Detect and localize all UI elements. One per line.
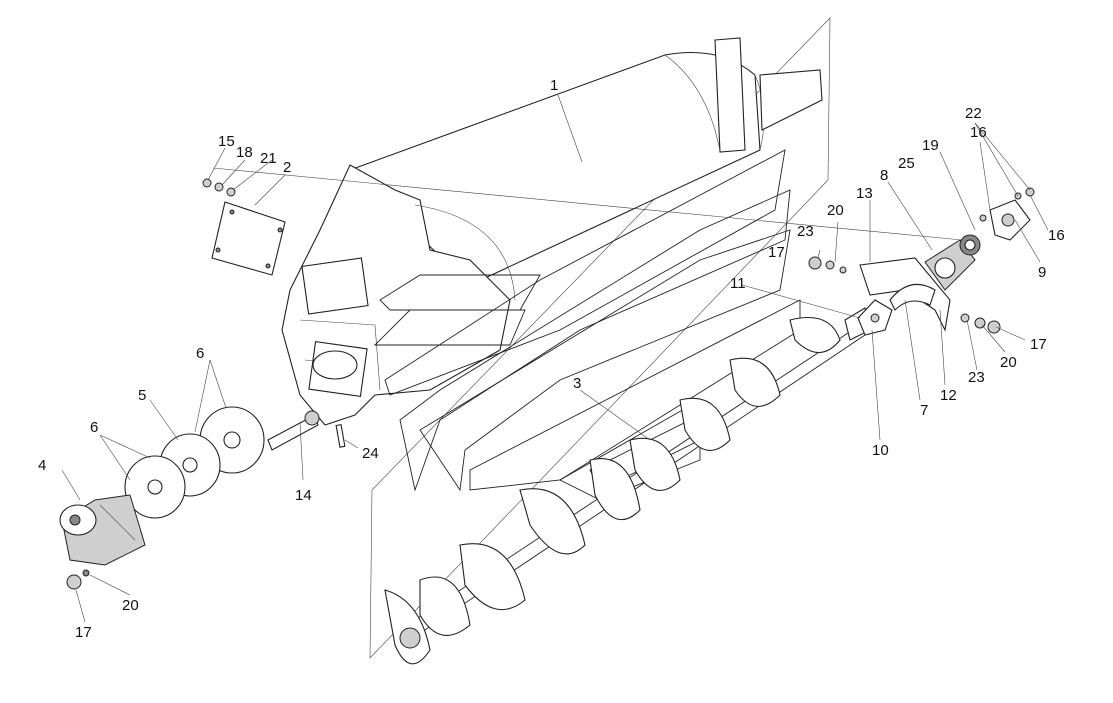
- callout-3: 3: [573, 375, 581, 392]
- callout-23-mid: 23: [797, 223, 814, 240]
- callout-24: 24: [362, 445, 379, 462]
- callout-18: 18: [236, 144, 253, 161]
- part-2-cover-plate: [211, 201, 286, 276]
- callout-15: 15: [218, 133, 235, 150]
- callout-7: 7: [920, 402, 928, 419]
- part-4-gearbox: [59, 494, 146, 566]
- callout-16-right: 16: [1048, 227, 1065, 244]
- callout-16-upper: 16: [970, 124, 987, 141]
- callout-17-mid: 17: [768, 244, 785, 261]
- callout-labels: 1 2 3 4 5 6 6 7 8 9 10 11 12 13 14 15 16…: [38, 77, 1065, 641]
- part-1-tube-housing: [281, 37, 823, 426]
- callout-12: 12: [940, 387, 957, 404]
- callout-5: 5: [138, 387, 146, 404]
- callout-20-right: 20: [1000, 354, 1017, 371]
- part-10-plate: [857, 299, 893, 336]
- part-24-pin: [335, 424, 346, 448]
- leader-lines: [61, 94, 1049, 623]
- callout-14: 14: [295, 487, 312, 504]
- callout-10: 10: [872, 442, 889, 459]
- callout-6-lower: 6: [90, 419, 98, 436]
- hardware-15-18-21: [202, 178, 236, 197]
- callout-6-upper: 6: [196, 345, 204, 362]
- callout-13: 13: [856, 185, 873, 202]
- callout-20-left: 20: [122, 597, 139, 614]
- callout-19: 19: [922, 137, 939, 154]
- deflector-sheets: [373, 149, 801, 501]
- callout-8: 8: [880, 167, 888, 184]
- hardware-17-20-left: [66, 569, 90, 590]
- callout-21: 21: [260, 150, 277, 167]
- callout-23-right: 23: [968, 369, 985, 386]
- callout-17-right: 17: [1030, 336, 1047, 353]
- callout-9: 9: [1038, 264, 1046, 281]
- callout-11: 11: [730, 275, 746, 292]
- callout-2: 2: [283, 159, 291, 176]
- callout-4: 4: [38, 457, 46, 474]
- part-7-arm: [889, 283, 936, 311]
- callout-22: 22: [965, 105, 982, 122]
- callout-25: 25: [898, 155, 915, 172]
- part-25-bearing: [959, 234, 981, 256]
- part-14-shaft: [267, 410, 320, 451]
- callout-1: 1: [550, 77, 558, 94]
- part-9-flange: [989, 199, 1031, 241]
- callout-20-mid: 20: [827, 202, 844, 219]
- part-13-bracket: [859, 257, 951, 332]
- callout-17-left: 17: [75, 624, 92, 641]
- reference-plane: [369, 17, 831, 659]
- part-3-auger: [384, 307, 871, 665]
- part-6-plate-b: [124, 455, 186, 519]
- part-8-bearing-housing: [924, 239, 976, 291]
